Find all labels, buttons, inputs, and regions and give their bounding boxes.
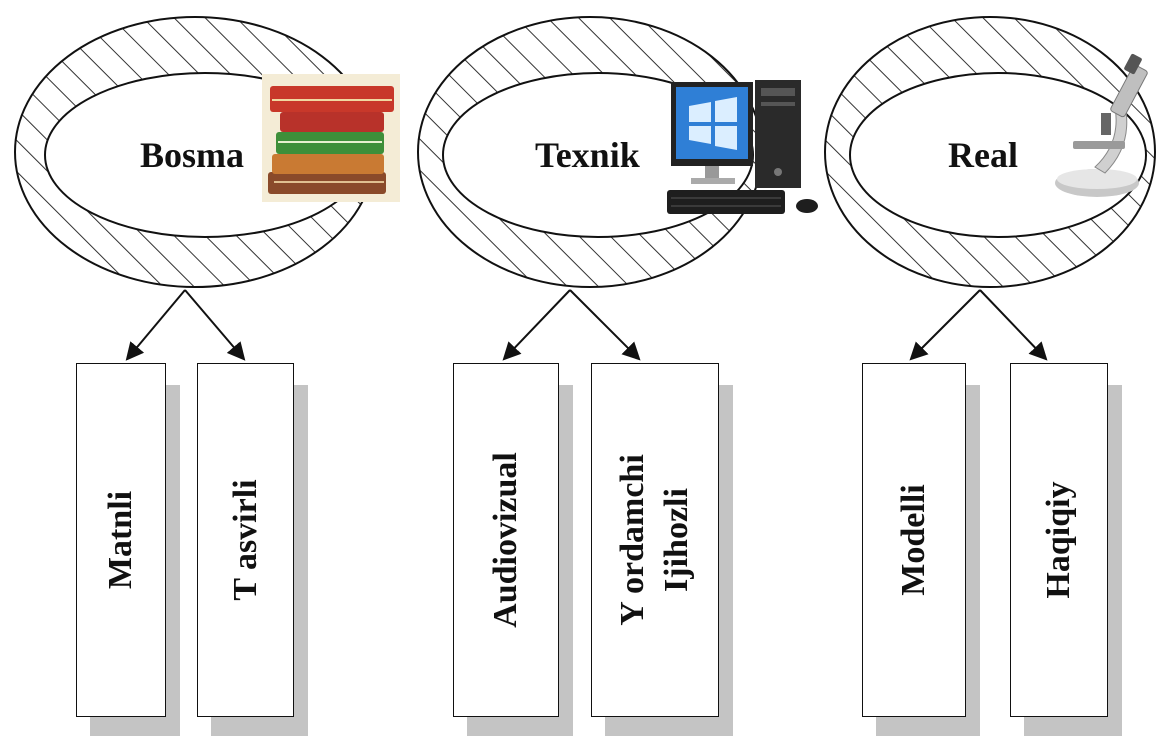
category-label: Haqiqiy — [1040, 481, 1077, 599]
category-box-matnli: Matnli — [76, 363, 166, 717]
group-bosma — [14, 16, 400, 361]
category-box-modelli: Modelli — [862, 363, 966, 717]
category-box-haqiqiy: Haqiqiy — [1010, 363, 1108, 717]
connector — [502, 289, 571, 361]
group-real — [824, 16, 1156, 361]
category-label: Matnli — [102, 490, 139, 590]
connector — [979, 289, 1048, 361]
connector — [569, 289, 641, 361]
connector — [909, 289, 981, 361]
group-label-real: Real — [948, 135, 1018, 175]
group-label-bosma: Bosma — [140, 135, 245, 175]
group-texnik — [417, 16, 818, 361]
connector — [125, 289, 186, 361]
category-label: T asvirli — [226, 479, 264, 601]
category-box-tasvirli: T asvirli — [197, 363, 294, 717]
category-label: Modelli — [895, 484, 932, 596]
category-box-audiovizual: Audiovizual — [453, 363, 559, 717]
desktop-computer-icon — [667, 80, 818, 214]
group-label-texnik: Texnik — [535, 135, 640, 175]
connector — [184, 289, 246, 361]
category-label: Audiovizual — [487, 452, 524, 628]
inner-ellipse — [849, 72, 1147, 238]
microscope-icon — [1055, 53, 1148, 197]
books-icon — [262, 74, 400, 202]
